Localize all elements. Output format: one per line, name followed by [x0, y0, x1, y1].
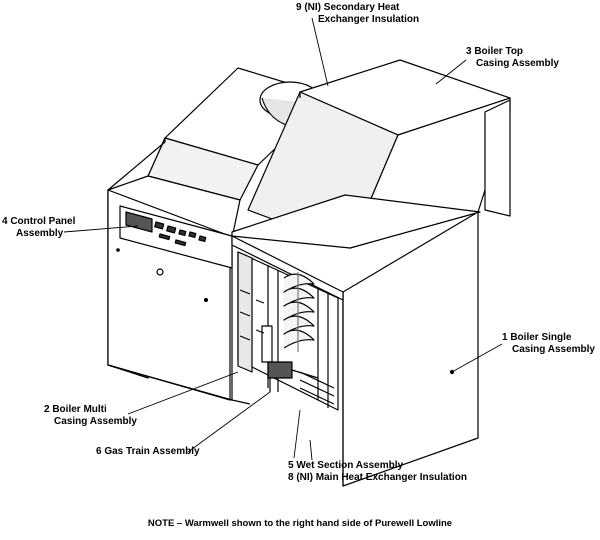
- callout-gas-train: 6 Gas Train Assembly: [96, 446, 200, 457]
- callout-top-casing: 3 Boiler Top Casing Assembly: [466, 46, 559, 69]
- leader-lines: [63, 17, 503, 461]
- wet-section: [237, 251, 339, 411]
- callout-single-casing: 1 Boiler Single Casing Assembly: [502, 332, 595, 355]
- callout-control-panel: 4 Control Panel Assembly: [2, 216, 76, 239]
- callout-wet-section: 5 Wet Section Assembly 8 (NI) Main Heat …: [288, 460, 467, 483]
- callout-secondary-insulation: 9 (NI) Secondary Heat Exchanger Insulati…: [296, 2, 420, 25]
- single-casing-unit: [231, 194, 481, 487]
- footer-note: NOTE – Warmwell shown to the right hand …: [147, 518, 453, 529]
- multi-casing-unit: [107, 67, 331, 405]
- callout-multi-casing: 2 Boiler Multi Casing Assembly: [44, 404, 137, 427]
